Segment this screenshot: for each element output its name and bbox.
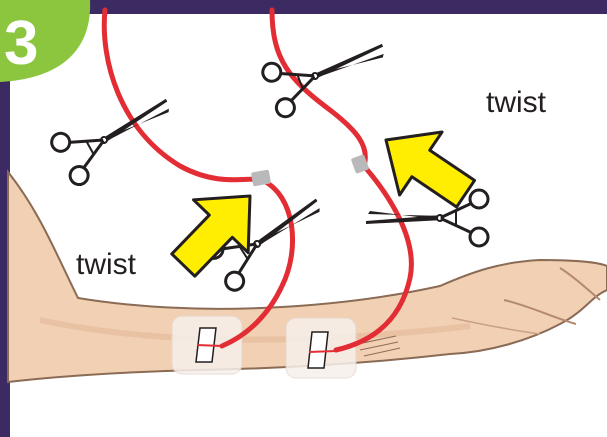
dressing-left — [172, 316, 242, 374]
twist-label-right: twist — [486, 86, 547, 119]
twist-label-left: twist — [76, 248, 137, 281]
step-number: 3 — [4, 9, 38, 78]
